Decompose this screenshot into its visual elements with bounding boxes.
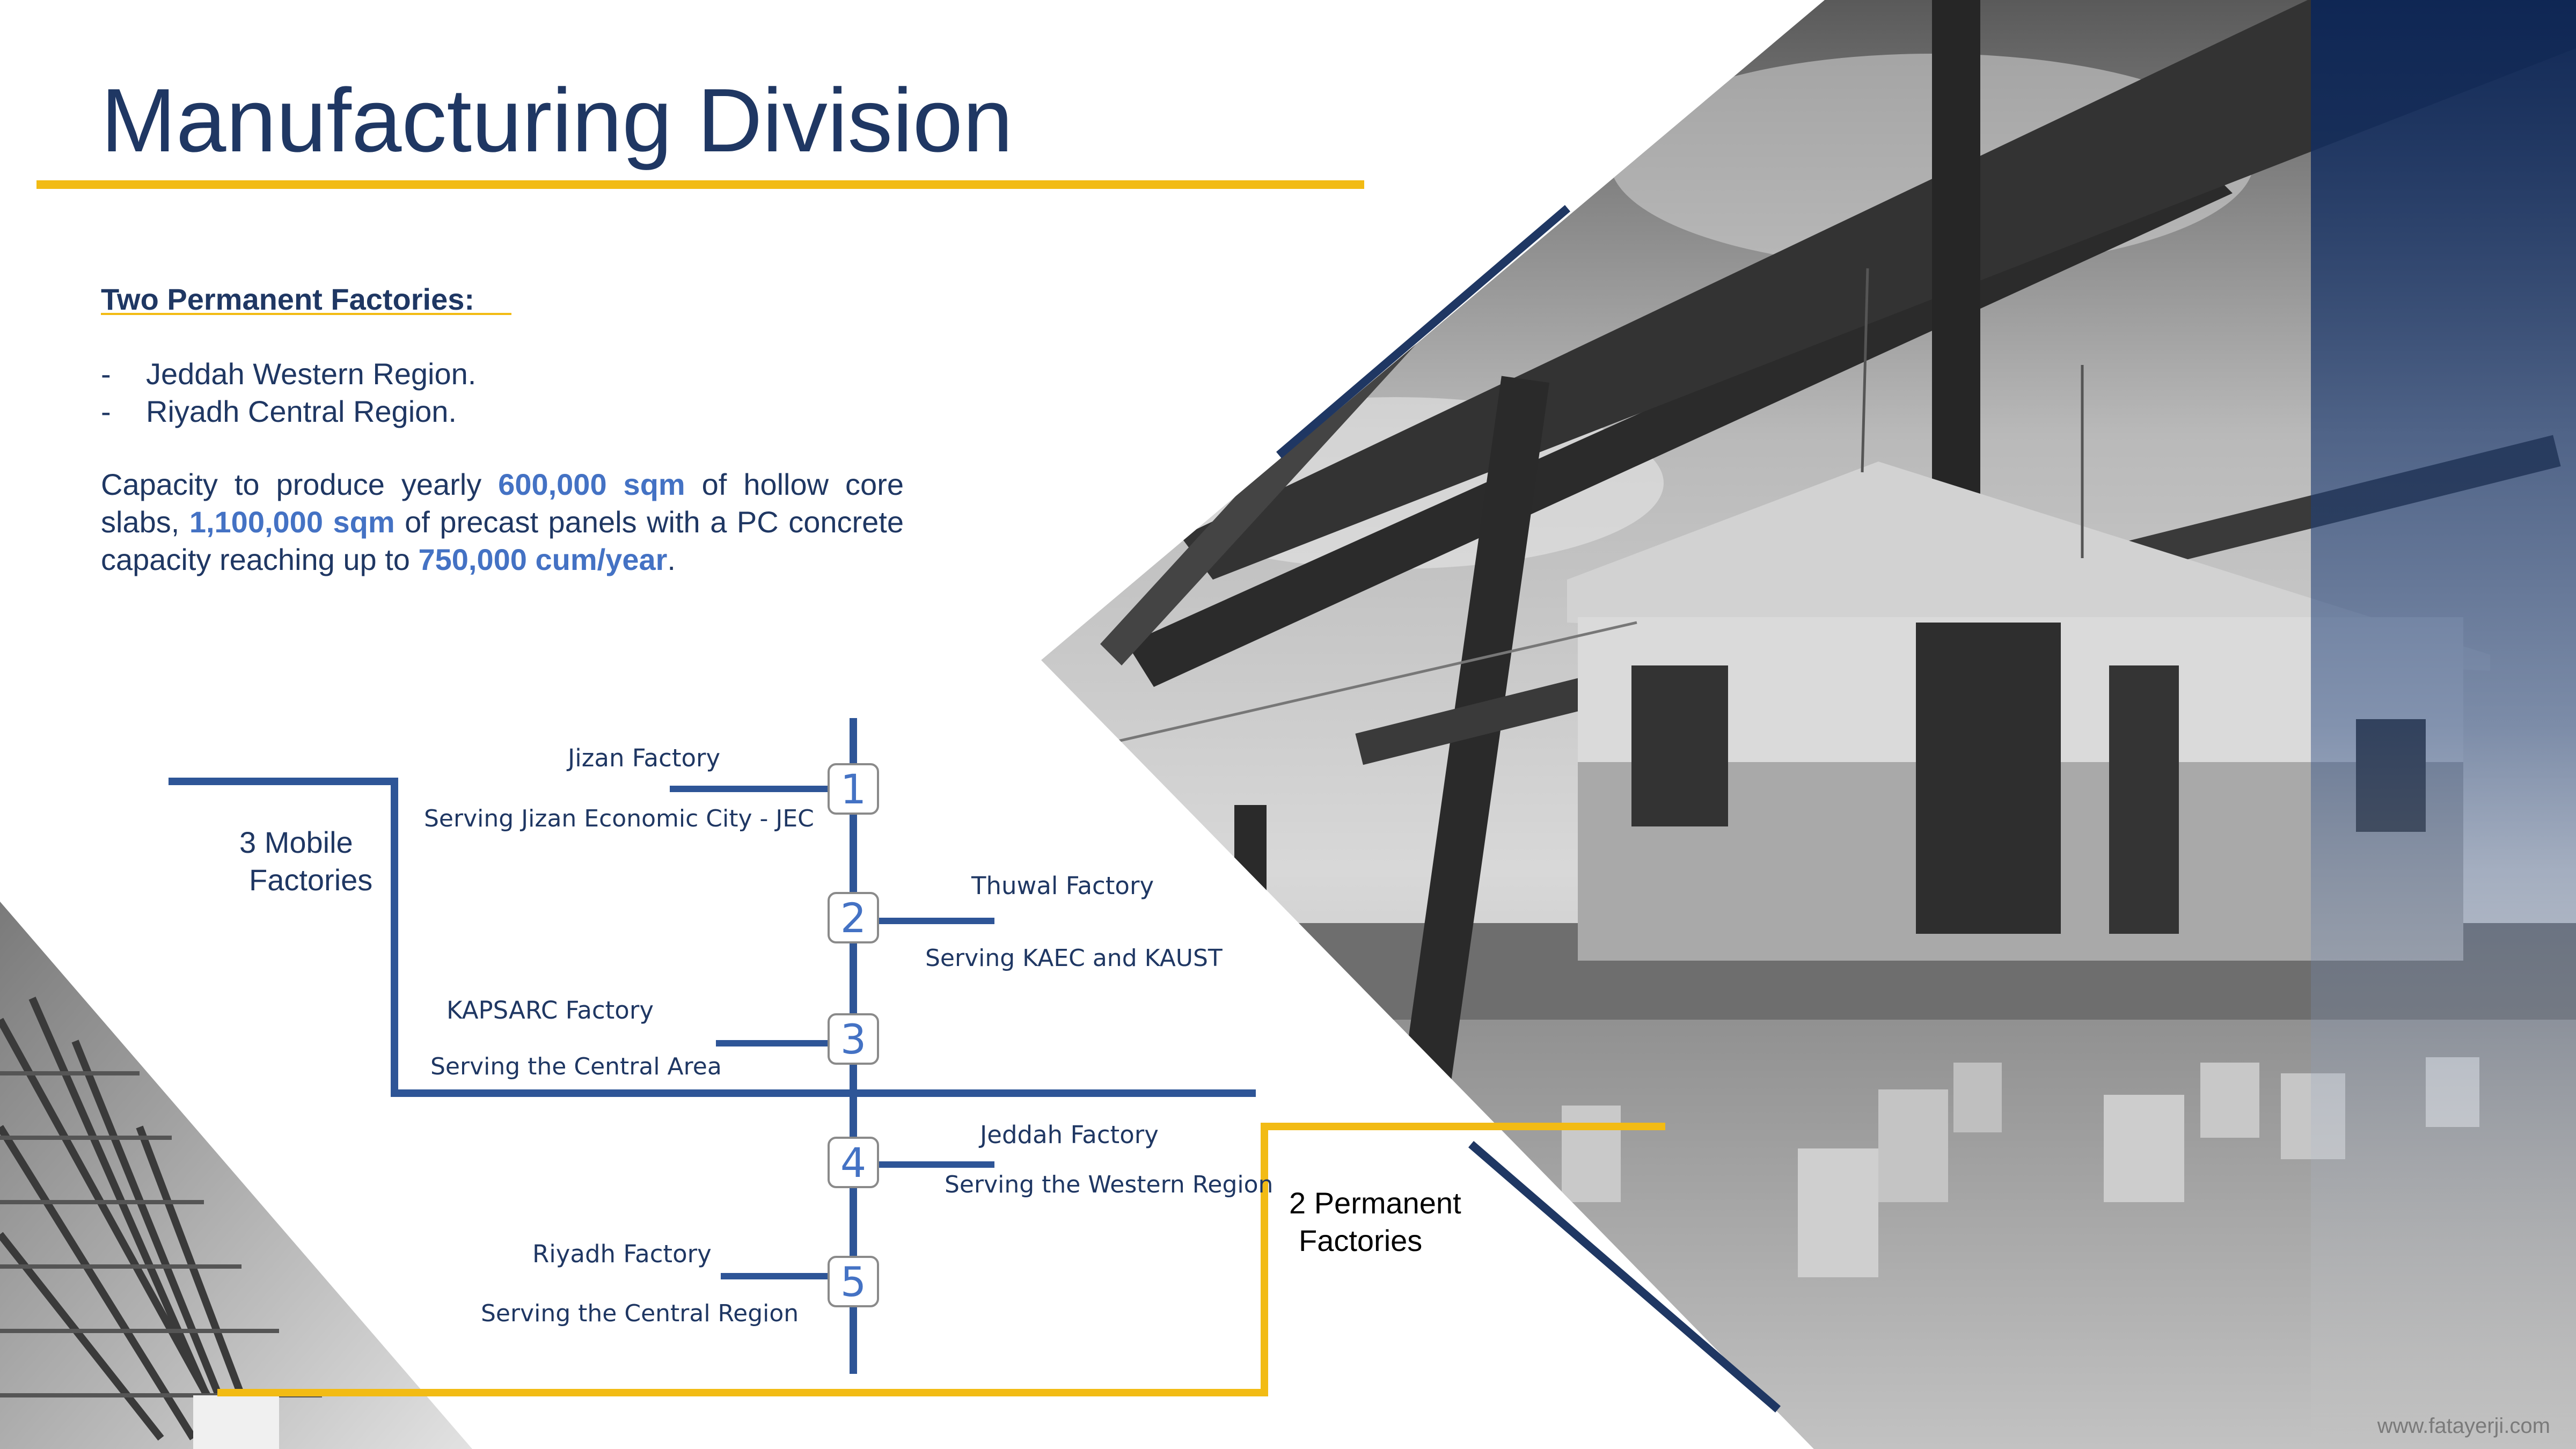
title-underline [36,180,1364,189]
mobile-label-line2: Factories [249,863,373,897]
bullet-item: - Jeddah Western Region. [101,356,476,391]
capacity-text: Capacity to produce yearly [101,467,499,501]
factory-node-4: 4 [828,1137,879,1188]
factory-name-thuwal: Thuwal Factory [971,872,1154,900]
capacity-paragraph: Capacity to produce yearly 600,000 sqm o… [101,466,904,579]
mobile-factories-label: 3 Mobile Factories [239,824,411,899]
factory-name-kapsarc: KAPSARC Factory [447,996,654,1024]
section-heading-underline [101,313,511,315]
capacity-text: . [667,543,676,576]
capacity-text: of precast panels with a PC concrete cap… [101,505,904,576]
permanent-factories-label: 2 Permanent Factories [1289,1184,1514,1260]
bullet-item: - Riyadh Central Region. [101,394,457,429]
factory-node-1: 1 [828,763,879,815]
footer-website-link[interactable]: www.fatayerji.com [2377,1414,2550,1438]
factory-serving-jeddah: Serving the Western Region [945,1171,1274,1198]
section-heading: Two Permanent Factories: [101,282,475,316]
factory-name-jeddah: Jeddah Factory [980,1121,1159,1149]
bullet-text: Jeddah Western Region. [146,357,477,391]
bullet-text: Riyadh Central Region. [146,394,457,428]
factory-node-2: 2 [828,892,879,943]
capacity-value-precast: 1,100,000 sqm [189,505,395,539]
permanent-label-line1: 2 Permanent [1289,1186,1461,1220]
capacity-value-concrete: 750,000 cum/year [418,543,668,576]
factory-serving-jizan: Serving Jizan Economic City - JEC [424,805,814,832]
bullet-marker: - [101,394,111,428]
blue-side-panel [2311,0,2576,1449]
factory-name-jizan: Jizan Factory [568,744,721,772]
factory-serving-thuwal: Serving KAEC and KAUST [925,945,1223,972]
permanent-label-line2: Factories [1299,1224,1423,1257]
bullet-marker: - [101,357,111,391]
shed-photo [0,902,472,1449]
mobile-label-line1: 3 Mobile [239,825,353,859]
factory-node-3: 3 [828,1013,879,1065]
factory-node-5: 5 [828,1256,879,1307]
factory-serving-kapsarc: Serving the Central Area [430,1053,722,1080]
diagonal-accent-top [1276,205,1570,458]
page-title: Manufacturing Division [101,70,1013,171]
capacity-text: of hollow core slabs, [101,467,904,539]
diagonal-accent-bottom [1468,1141,1781,1413]
capacity-value-hollow-core: 600,000 sqm [498,467,685,501]
factory-serving-riyadh: Serving the Central Region [481,1300,799,1327]
factory-name-riyadh: Riyadh Factory [532,1240,712,1268]
